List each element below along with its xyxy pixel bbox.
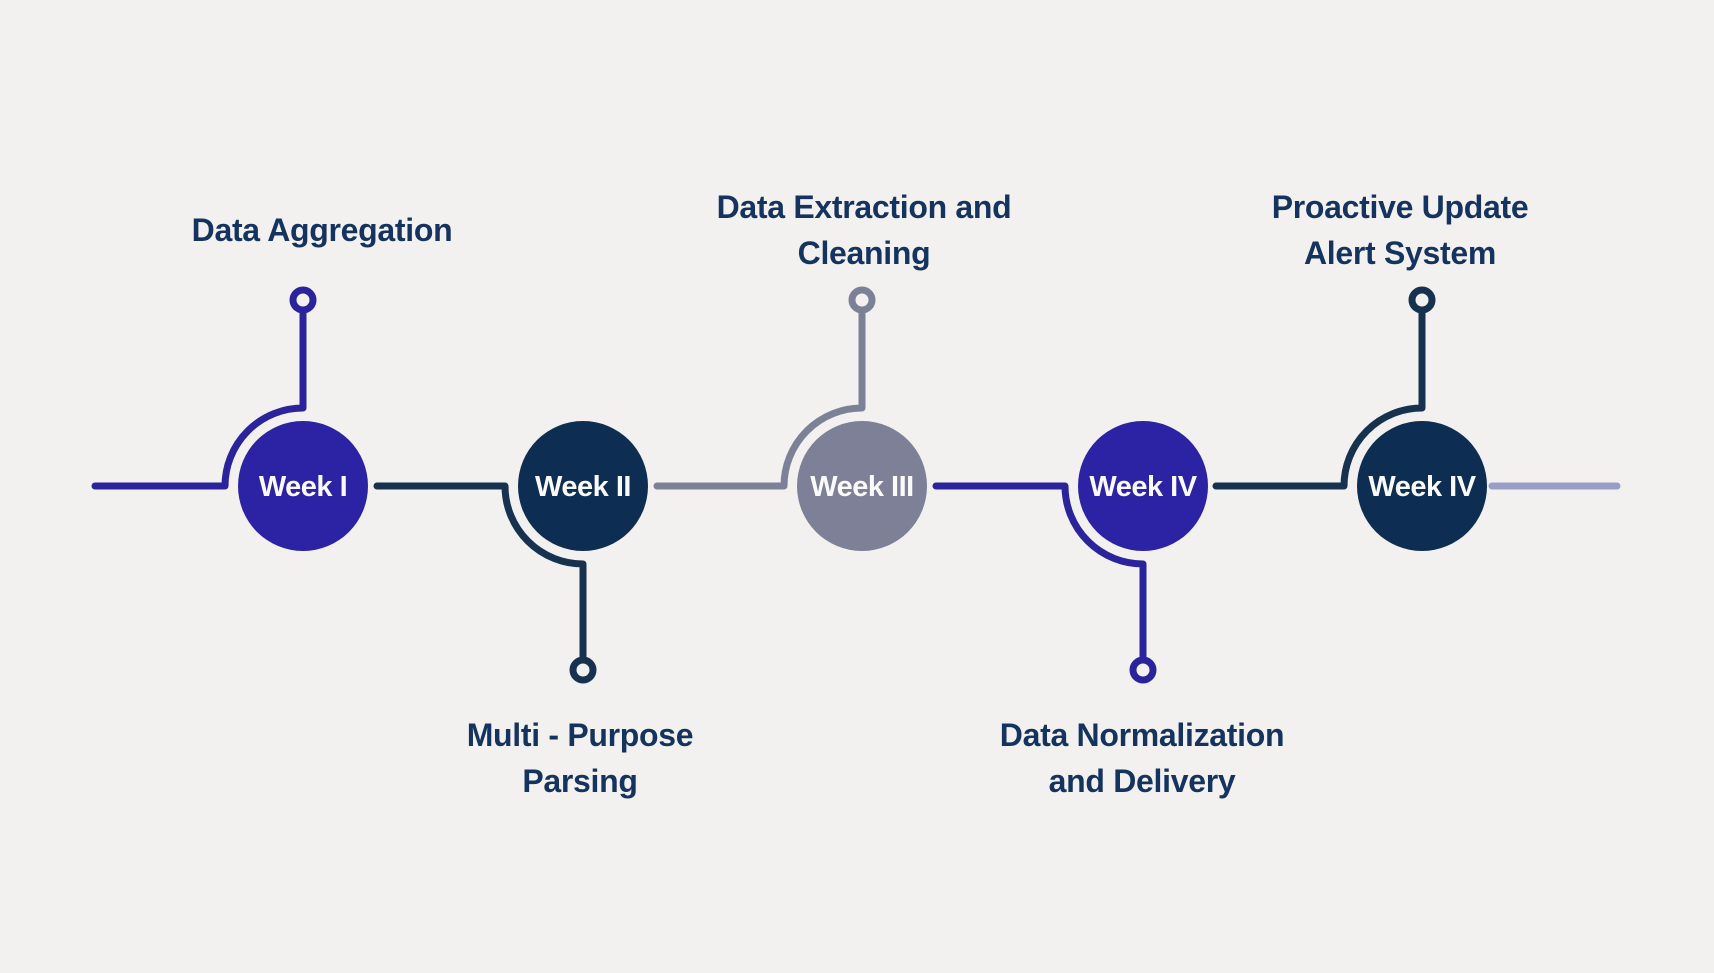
terminal-ring-2 <box>569 656 597 684</box>
milestone-group-3: Week III <box>653 286 927 551</box>
connector-line-5 <box>1212 309 1426 490</box>
terminal-ring-1 <box>289 286 317 314</box>
title-line: Multi - Purpose <box>466 717 694 753</box>
milestone-label-1: Week I <box>259 471 347 503</box>
milestone-title-3: Data Extraction and Cleaning <box>717 184 1012 276</box>
milestone-group-5: Week IV <box>1212 286 1487 551</box>
milestone-label-4: Week IV <box>1089 471 1197 503</box>
title-line: and Delivery <box>1048 763 1236 799</box>
title-line: Cleaning <box>797 235 931 271</box>
connector-line-1 <box>91 309 307 490</box>
milestone-group-4: Week IV <box>932 421 1208 684</box>
connector-line-4 <box>932 482 1147 661</box>
title-line: Alert System <box>1303 235 1497 271</box>
milestone-title-2: Multi - Purpose Parsing <box>467 712 694 804</box>
milestone-title-4: Data Normalization and Delivery <box>999 712 1285 804</box>
terminal-ring-5 <box>1408 286 1436 314</box>
milestone-label-5: Week IV <box>1368 471 1476 503</box>
milestone-group-2: Week II <box>373 421 648 684</box>
title-line: Proactive Update <box>1271 189 1529 225</box>
connector-line-2 <box>373 482 587 661</box>
terminal-ring-3 <box>848 286 876 314</box>
title-line: Parsing <box>522 763 638 799</box>
milestone-group-1: Week I <box>91 286 368 551</box>
milestone-circle-4 <box>1078 421 1208 551</box>
terminal-ring-4 <box>1129 656 1157 684</box>
milestone-circle-2 <box>518 421 648 551</box>
milestone-title-5: Proactive Update Alert System <box>1272 184 1529 276</box>
milestone-circle-5 <box>1357 421 1487 551</box>
milestone-label-2: Week II <box>535 471 631 503</box>
title-line: Data Extraction and <box>716 189 1012 225</box>
milestone-circle-3 <box>797 421 927 551</box>
milestone-label-3: Week III <box>810 471 913 503</box>
milestone-circle-1 <box>238 421 368 551</box>
title-line: Data Aggregation <box>191 212 453 248</box>
connector-line-3 <box>653 309 866 490</box>
milestone-title-1: Data Aggregation <box>192 207 453 253</box>
title-line: Data Normalization <box>999 717 1285 753</box>
